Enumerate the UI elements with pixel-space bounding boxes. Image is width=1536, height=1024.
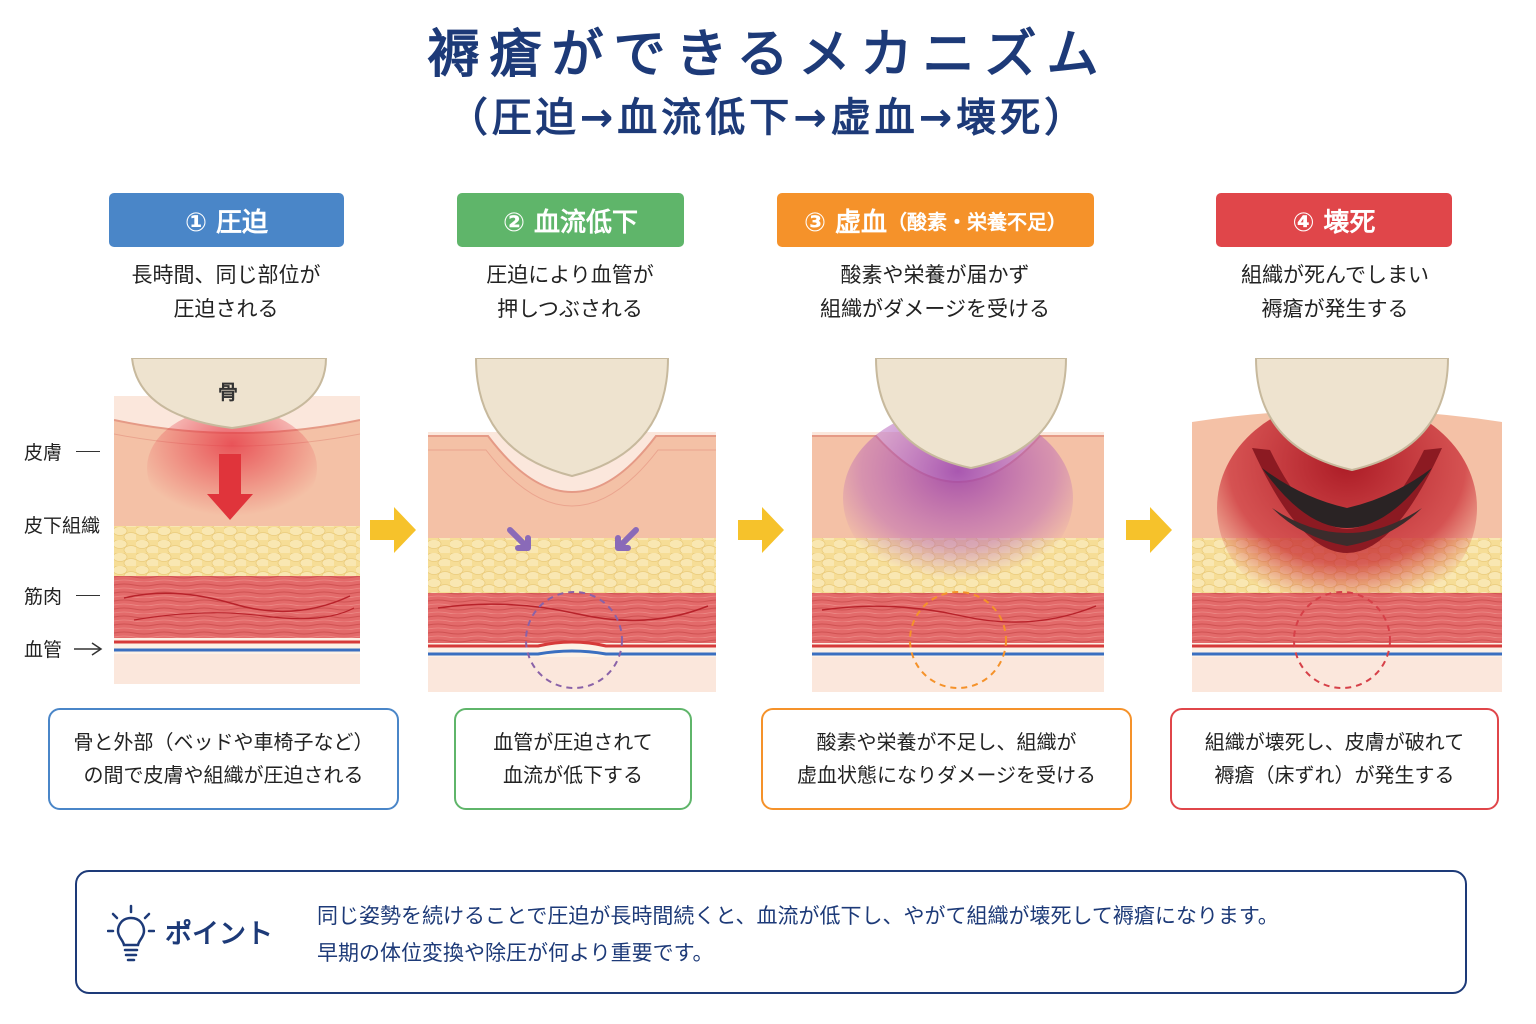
layer-label-skin-text: 皮膚 (24, 442, 63, 464)
point-label: ポイント (165, 919, 273, 950)
step-2-badge-label: ② 血流低下 (502, 207, 639, 238)
step-3-caption-line2: 虚血状態になりダメージを受ける (797, 763, 1096, 787)
panel-3-ischemia (812, 358, 1104, 692)
step-4-badge-label: ④ 壊死 (1292, 207, 1376, 238)
step-1-desc-line1: 長時間、同じ部位が (131, 263, 321, 287)
step-1-desc-line2: 圧迫される (173, 297, 279, 321)
step-1-caption: 骨と外部（ベッドや車椅子など） の間で皮膚や組織が圧迫される (48, 708, 399, 810)
layer-label-subcutaneous: 皮下組織 (24, 511, 100, 538)
point-text: 同じ姿勢を続けることで圧迫が長時間続くと、血流が低下し、やがて組織が壊死して褥瘡… (317, 898, 1279, 972)
next-arrow-icon (1126, 507, 1172, 553)
step-4-desc-line2: 褥瘡が発生する (1261, 297, 1409, 321)
step-3-badge: ③ 虚血（酸素・栄養不足） (777, 193, 1094, 247)
pointer-arrow-icon (74, 641, 103, 656)
step-4-caption-line2: 褥瘡（床ずれ）が発生する (1214, 763, 1455, 787)
layer-label-subcutaneous-text: 皮下組織 (24, 515, 101, 537)
panel-2-blood-flow (428, 358, 716, 692)
step-1-caption-line2: の間で皮膚や組織が圧迫される (83, 763, 364, 787)
step-3-caption: 酸素や栄養が不足し、組織が 虚血状態になりダメージを受ける (761, 708, 1132, 810)
page-title: 褥瘡ができるメカニズム (427, 25, 1109, 85)
layer-label-skin: 皮膚 (24, 438, 101, 465)
step-2-desc-line2: 押しつぶされる (497, 297, 643, 321)
step-2-caption-line1: 血管が圧迫されて (493, 730, 653, 754)
point-text-line1: 同じ姿勢を続けることで圧迫が長時間続くと、血流が低下し、やがて組織が壊死して褥瘡… (317, 904, 1279, 928)
layer-label-muscle: 筋肉 (24, 582, 101, 609)
step-1-caption-line1: 骨と外部（ベッドや車椅子など） (73, 730, 374, 754)
step-4-badge: ④ 壊死 (1216, 193, 1452, 247)
step-3-desc-line2: 組織がダメージを受ける (820, 297, 1050, 321)
step-4-caption-line1: 組織が壊死し、皮膚が破れて (1204, 730, 1465, 754)
panel-1-compression: 骨 (114, 358, 360, 684)
layer-label-vessel-text: 血管 (24, 639, 63, 661)
step-2-badge: ② 血流低下 (457, 193, 684, 247)
layer-tick (76, 450, 101, 453)
lightbulb-icon (107, 904, 155, 962)
point-text-line2: 早期の体位変換や除圧が何より重要です。 (317, 941, 714, 965)
point-box: ポイント 同じ姿勢を続けることで圧迫が長時間続くと、血流が低下し、やがて組織が壊… (75, 870, 1467, 994)
bone-label: 骨 (218, 380, 238, 404)
next-arrow-icon (370, 507, 416, 553)
step-4-desc: 組織が死んでしまい 褥瘡が発生する (1195, 258, 1475, 326)
step-1-badge: ① 圧迫 (109, 193, 344, 247)
step-3-caption-line1: 酸素や栄養が不足し、組織が (816, 730, 1077, 754)
step-4-caption: 組織が壊死し、皮膚が破れて 褥瘡（床ずれ）が発生する (1170, 708, 1499, 810)
layer-label-vessel: 血管 (24, 635, 104, 662)
step-2-caption-line2: 血流が低下する (503, 763, 643, 787)
step-3-desc-line1: 酸素や栄養が届かず (840, 263, 1030, 287)
step-3-badge-label: ③ 虚血 (803, 207, 888, 238)
step-1-badge-label: ① 圧迫 (184, 207, 269, 238)
panel-4-necrosis (1192, 358, 1502, 692)
step-2-caption: 血管が圧迫されて 血流が低下する (454, 708, 692, 810)
step-3-desc: 酸素や栄養が届かず 組織がダメージを受ける (780, 258, 1090, 326)
title-block: 褥瘡ができるメカニズム （圧迫→血流低下→虚血→壊死） (0, 22, 1536, 146)
layer-tick (76, 594, 101, 597)
next-arrow-icon (738, 507, 784, 553)
page-subtitle: （圧迫→血流低下→虚血→壊死） (447, 95, 1089, 141)
step-3-badge-note: （酸素・栄養不足） (887, 209, 1068, 234)
step-2-desc: 圧迫により血管が 押しつぶされる (430, 258, 710, 326)
layer-label-muscle-text: 筋肉 (24, 586, 63, 608)
step-4-desc-line1: 組織が死んでしまい (1241, 263, 1429, 287)
step-1-desc: 長時間、同じ部位が 圧迫される (86, 258, 366, 326)
step-2-desc-line1: 圧迫により血管が (486, 263, 654, 287)
